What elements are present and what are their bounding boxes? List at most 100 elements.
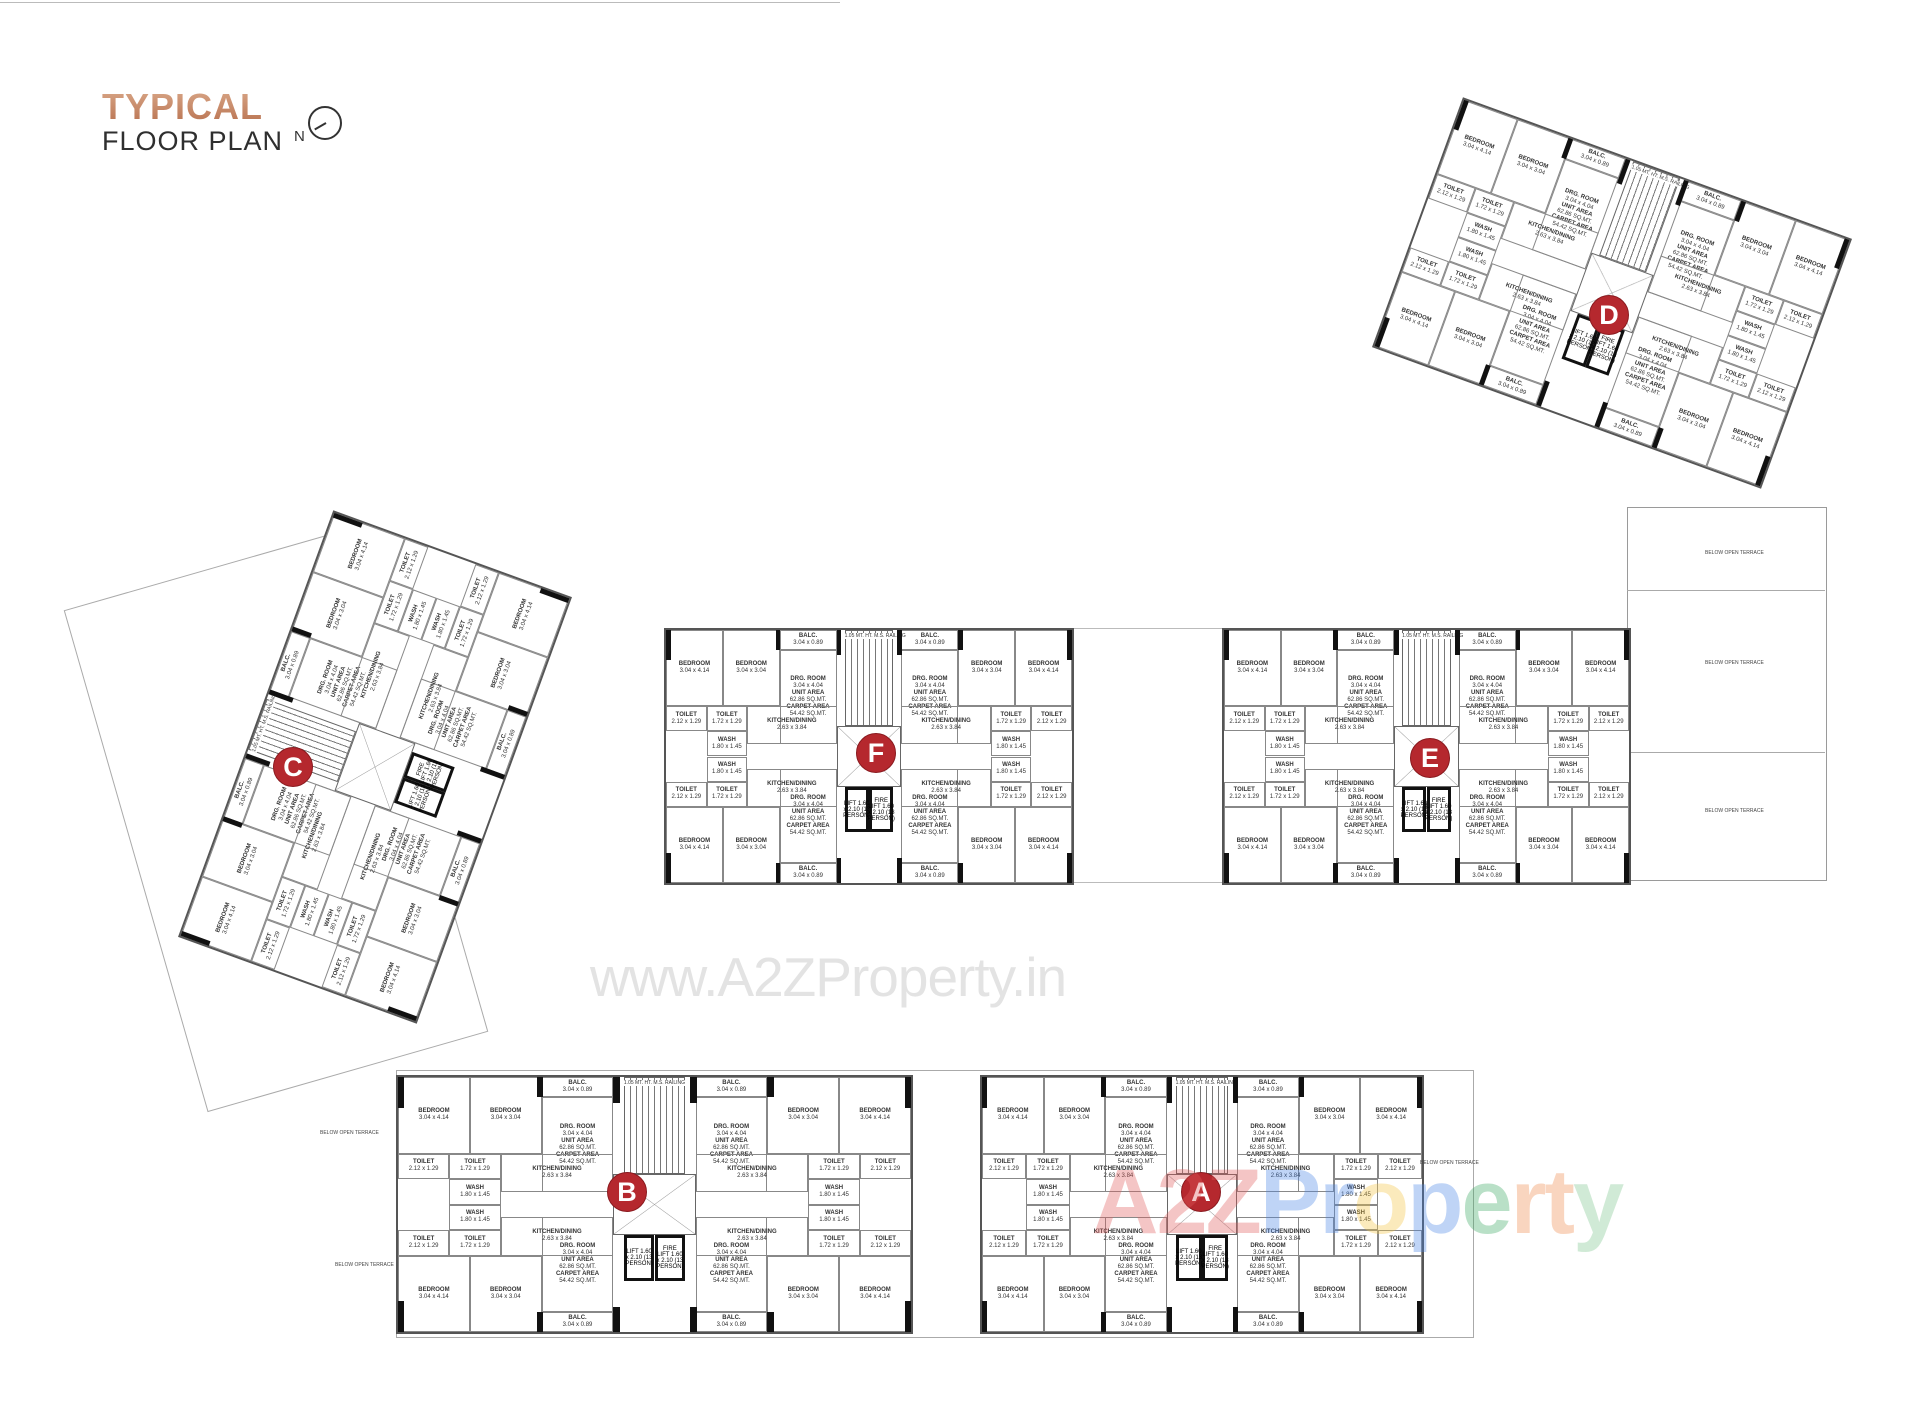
terrace-label: BELOW OPEN TERRACE [1705, 808, 1764, 814]
room-text: WASH [1559, 762, 1578, 769]
room-text: 1.72 x 1.29 [1341, 1242, 1371, 1249]
wing-badge-d[interactable]: D [1589, 295, 1629, 335]
room-text: 2.63 x 3.84 [1488, 724, 1519, 731]
room-text: 54.42 SQ.MT. [911, 829, 949, 836]
room-text: 3.04 x 4.04 [1121, 1250, 1151, 1257]
wing-badge-b[interactable]: B [607, 1172, 647, 1212]
room-text: 3.04 x 4.14 [1376, 1293, 1407, 1300]
room-text: DRG. ROOM [912, 794, 948, 801]
room-text: BEDROOM [1293, 838, 1325, 845]
room-text: BEDROOM [1058, 1286, 1091, 1293]
wing-badge-a[interactable]: A [1181, 1172, 1221, 1212]
room-text: 1.72 x 1.29 [1553, 794, 1584, 801]
lift: LIFT 1.60 x 2.10 (13 PERSON) [1175, 1235, 1202, 1281]
room-text: 1.72 x 1.29 [1553, 718, 1584, 725]
watermark-letter: y [1573, 1151, 1624, 1253]
room-text: TOILET [874, 1159, 896, 1166]
room-text: CARPET AREA [709, 1271, 753, 1278]
room-text: 1.72 x 1.29 [996, 718, 1026, 725]
room-text: BEDROOM [418, 1286, 450, 1293]
room-text: WASH [465, 1184, 484, 1191]
room-text: 62.86 SQ.MT. [559, 1144, 596, 1151]
room-text: 3.04 x 3.04 [788, 1115, 819, 1122]
room-text: 2.12 x 1.29 [408, 1242, 439, 1249]
room-text: 62.86 SQ.MT. [1347, 697, 1385, 704]
room-text: 3.04 x 4.04 [1350, 683, 1381, 690]
room-text: 2.12 x 1.29 [989, 1242, 1019, 1249]
room-text: 2.63 x 3.84 [1270, 1236, 1301, 1243]
site-outline-center-gap [1070, 628, 1224, 883]
room-text: 2.63 x 3.84 [1334, 724, 1365, 731]
room-text: 62.86 SQ.MT. [559, 1264, 596, 1271]
room-balc: BALC.3.04 x 0.89 [695, 1077, 768, 1098]
room-text: 2.63 x 3.84 [1270, 1172, 1301, 1179]
room-balc: BALC.3.04 x 0.89 [901, 630, 959, 651]
room-text: UNIT AREA [1471, 808, 1504, 815]
room-text: BALC. [798, 865, 818, 872]
terrace-label: BELOW OPEN TERRACE [1705, 660, 1764, 666]
wall-column [398, 1301, 405, 1332]
room-text: 3.04 x 3.04 [971, 845, 1002, 852]
room-text: 2.12 x 1.29 [1593, 718, 1624, 725]
room-text: 3.04 x 0.89 [562, 1321, 593, 1328]
room-text: 3.04 x 4.04 [793, 683, 823, 690]
room-balc: BALC.3.04 x 0.89 [1458, 862, 1516, 883]
room-text: BEDROOM [735, 838, 767, 845]
room-text: UNIT AREA [1349, 808, 1382, 815]
terrace-label: BELOW OPEN TERRACE [335, 1262, 394, 1268]
north-arrow: N [294, 106, 344, 146]
wall-column [666, 630, 671, 661]
room-text: BEDROOM [735, 660, 767, 667]
room-text: TOILET [1274, 787, 1296, 794]
room-text: 62.86 SQ.MT. [1249, 1264, 1287, 1271]
room-text: 3.04 x 4.04 [562, 1130, 593, 1137]
room-text: 62.86 SQ.MT. [1468, 815, 1506, 822]
room-text: 62.86 SQ.MT. [911, 815, 949, 822]
wing-badge-f[interactable]: F [856, 733, 896, 773]
watermark-letter: r [1319, 1151, 1355, 1253]
room-text: 62.86 SQ.MT. [1249, 1144, 1287, 1151]
room-text: BALC. [722, 1080, 741, 1087]
site-outline-right-terrace [1627, 507, 1827, 881]
room-text: BEDROOM [1236, 838, 1269, 845]
room-text: 3.04 x 0.89 [1350, 872, 1381, 879]
room-text: 3.04 x 0.89 [793, 872, 823, 879]
room-text: CARPET AREA [786, 704, 830, 711]
room-text: 3.04 x 3.04 [736, 667, 767, 674]
room-text: 1.80 x 1.45 [712, 769, 742, 776]
room-text: 54.42 SQ.MT. [789, 829, 827, 836]
room-text: TOILET [1345, 1235, 1367, 1242]
room-text: 3.04 x 4.04 [716, 1250, 747, 1257]
room-text: 1.80 x 1.45 [1553, 743, 1584, 750]
watermark-letter: Z [1205, 1151, 1262, 1253]
wing-badge-e[interactable]: E [1410, 738, 1450, 778]
room-text: 3.04 x 4.04 [915, 801, 945, 808]
room-text: 2.12 x 1.29 [671, 718, 702, 725]
room-text: BEDROOM [997, 1286, 1029, 1293]
room-text: 3.04 x 4.04 [1350, 801, 1381, 808]
room-text: BEDROOM [859, 1286, 891, 1293]
room-text: 54.42 SQ.MT. [1347, 711, 1385, 718]
room-text: KITCHEN/DINING [1260, 1165, 1311, 1172]
room-text: TOILET [993, 1159, 1015, 1166]
wing-badge-c[interactable]: C [273, 747, 313, 787]
title-line-floor-plan: FLOOR PLAN [102, 126, 284, 156]
